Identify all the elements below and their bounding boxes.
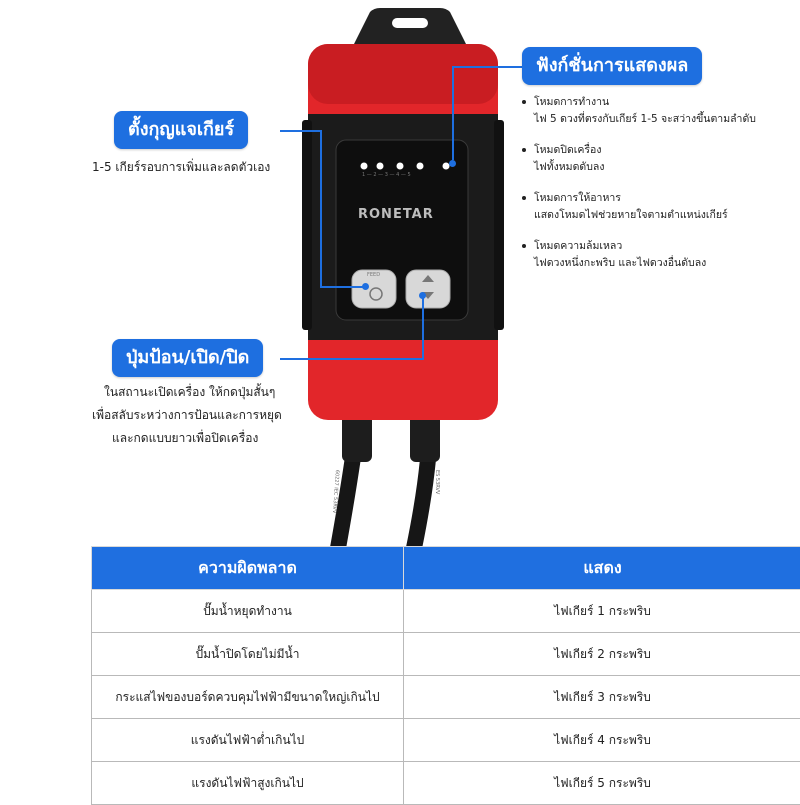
display-connector-h [452,66,524,68]
controller-device-image [290,0,530,548]
display-cell: ไฟเกียร์ 3 กระพริบ [404,676,800,719]
header-display: แสดง [404,547,800,590]
table-row: แรงดันไฟฟ้าต่ำเกินไป ไฟเกียร์ 4 กระพริบ [92,719,800,762]
feed-power-button-label: ปุ่มป้อน/เปิด/ปิด [112,339,263,377]
table-row: กระแสไฟของบอร์ดควบคุมไฟฟ้ามีขนาดใหญ่เกิน… [92,676,800,719]
cable-print-right: ES 53RVV [434,470,440,494]
feed-connector-h [280,358,424,360]
mode-title: โหมดปิดเครื่อง [534,144,601,156]
gear-connector-v [320,130,322,288]
gear-connector-dot [362,283,369,290]
error-cell: แรงดันไฟฟ้าสูงเกินไป [92,762,404,805]
error-table: ความผิดพลาด แสดง ปั๊มน้ำหยุดทำงาน ไฟเกีย… [91,546,800,805]
feed-connector-dot [419,292,426,299]
display-functions-label: ฟังก์ชั่นการแสดงผล [522,47,702,85]
mode-desc: แสดงโหมดไฟช่วยหายใจตามตำแหน่งเกียร์ [522,207,728,224]
header-error: ความผิดพลาด [92,547,404,590]
mode-title: โหมดการให้อาหาร [534,192,621,204]
mode-working: โหมดการทำงาน ไฟ 5 ดวงที่ตรงกับเกียร์ 1-5… [522,94,756,128]
mode-power-off: โหมดปิดเครื่อง ไฟทั้งหมดดับลง [522,142,604,176]
table-row: ปั๊มน้ำปิดโดยไม่มีน้ำ ไฟเกียร์ 2 กระพริบ [92,633,800,676]
display-cell: ไฟเกียร์ 1 กระพริบ [404,590,800,633]
gear-description: 1-5 เกียร์รอบการเพิ่มและลดตัวเอง [92,156,270,178]
table-row: ปั๊มน้ำหยุดทำงาน ไฟเกียร์ 1 กระพริบ [92,590,800,633]
display-cell: ไฟเกียร์ 2 กระพริบ [404,633,800,676]
error-cell: กระแสไฟของบอร์ดควบคุมไฟฟ้ามีขนาดใหญ่เกิน… [92,676,404,719]
feed-button-label: FEED [367,272,380,278]
feed-connector-v [422,296,424,360]
error-cell: ปั๊มน้ำปิดโดยไม่มีน้ำ [92,633,404,676]
mode-desc: ไฟ 5 ดวงที่ตรงกับเกียร์ 1-5 จะสว่างขึ้นต… [522,111,756,128]
mode-desc: ไฟทั้งหมดดับลง [522,159,604,176]
feed-description-line-3: และกดแบบยาวเพื่อปิดเครื่อง [112,427,258,449]
display-connector-dot [449,160,456,167]
table-row: แรงดันไฟฟ้าสูงเกินไป ไฟเกียร์ 5 กระพริบ [92,762,800,805]
error-cell: ปั๊มน้ำหยุดทำงาน [92,590,404,633]
mode-title: โหมดการทำงาน [534,96,609,108]
error-cell: แรงดันไฟฟ้าต่ำเกินไป [92,719,404,762]
mode-feeding: โหมดการให้อาหาร แสดงโหมดไฟช่วยหายใจตามตำ… [522,190,728,224]
table-header-row: ความผิดพลาด แสดง [92,547,800,590]
device-scale: 1 — 2 — 3 — 4 — 5 [362,172,411,178]
mode-failure: โหมดความล้มเหลว ไฟดวงหนึ่งกะพริบ และไฟดว… [522,238,706,272]
gear-connector-h [280,130,322,132]
display-cell: ไฟเกียร์ 4 กระพริบ [404,719,800,762]
device-brand: RONETAR [358,207,434,222]
display-cell: ไฟเกียร์ 5 กระพริบ [404,762,800,805]
display-connector-v [452,66,454,160]
feed-description-line-2: เพื่อสลับระหว่างการป้อนและการหยุด [92,404,282,426]
feed-description-line-1: ในสถานะเปิดเครื่อง ให้กดปุ่มสั้นๆ [104,381,275,403]
gear-key-label: ตั้งกุญแจเกียร์ [114,111,248,149]
mode-title: โหมดความล้มเหลว [534,240,622,252]
mode-desc: ไฟดวงหนึ่งกะพริบ และไฟดวงอื่นดับลง [522,255,706,272]
gear-connector-h2 [320,286,364,288]
